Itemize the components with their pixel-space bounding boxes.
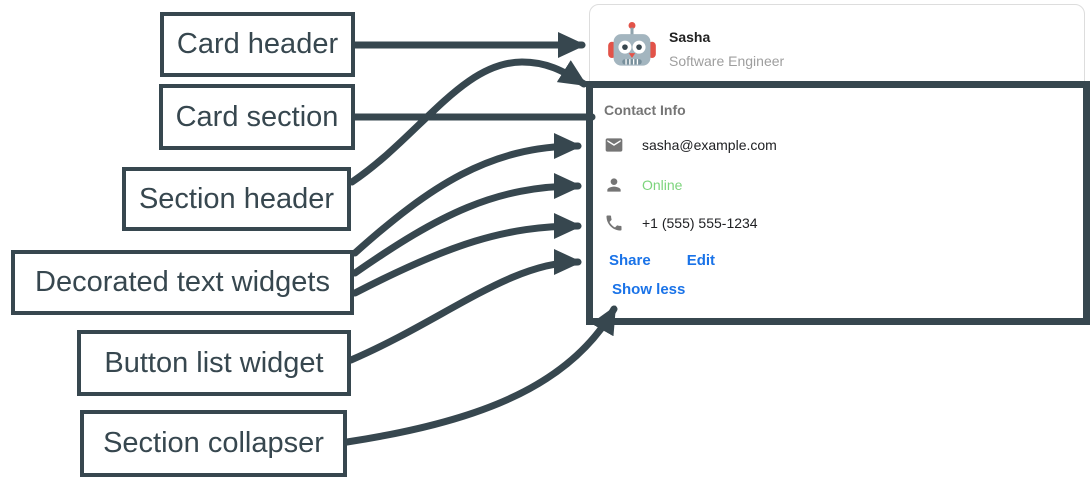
profile-card: Sasha Software Engineer Contact Info sas… [589,4,1085,325]
status-text: Online [642,177,683,193]
arrow-section-header [348,58,588,186]
card-header-role: Software Engineer [669,53,785,69]
label-section-collapser: Section collapser [80,410,347,477]
robot-avatar-icon [608,22,656,66]
person-icon [607,178,621,192]
arrow-decorated-status [351,173,582,277]
card-header-name: Sasha [669,29,711,45]
phone-icon [606,215,622,231]
decorated-text-phone: +1 (555) 555-1234 [604,212,758,234]
arrow-decorated-email [351,133,582,257]
email-text: sasha@example.com [642,137,777,153]
section-header-title: Contact Info [604,102,686,118]
label-card-section: Card section [159,84,355,150]
arrow-section-collapser [343,305,618,446]
decorated-text-email: sasha@example.com [604,134,777,156]
arrow-button-list [347,249,582,364]
mail-icon [605,138,623,152]
label-button-list-widget: Button list widget [77,330,351,396]
decorated-text-status: Online [604,174,682,196]
section-collapser-button[interactable]: Show less [612,281,686,298]
label-decorated-text-widgets: Decorated text widgets [11,250,354,315]
arrow-decorated-phone [351,213,582,297]
label-card-header: Card header [160,12,355,77]
button-list: Share Edit [609,252,715,269]
phone-text: +1 (555) 555-1234 [642,215,758,231]
share-button[interactable]: Share [609,252,651,269]
edit-button[interactable]: Edit [686,252,716,269]
label-section-header: Section header [122,167,351,231]
